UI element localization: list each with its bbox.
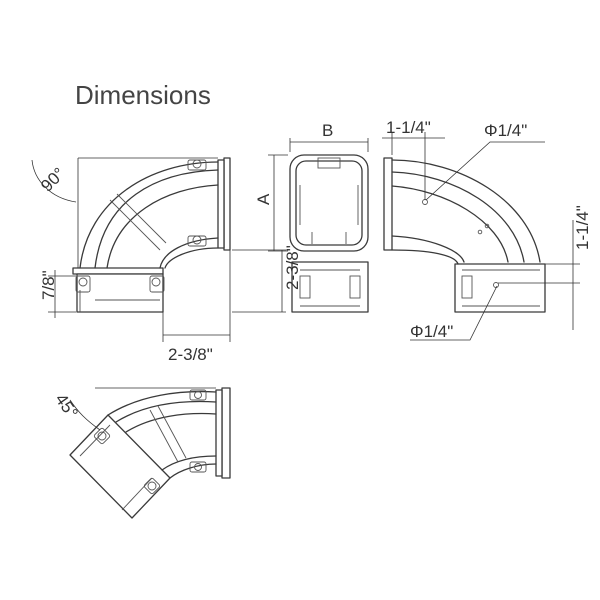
dim-b-label: B: [322, 121, 333, 140]
dim-1-1-4-top: 1-1/4": [382, 118, 445, 200]
dim-2-3-8-vertical: 2-3/8": [232, 245, 302, 313]
hole-callout-bottom: Φ1/4": [410, 285, 498, 341]
dim-2-3-8-horizontal: 2-3/8": [162, 250, 231, 364]
page-title: Dimensions: [75, 80, 211, 110]
elbow-90-side-view: [72, 157, 231, 313]
hole-bottom-label: Φ1/4": [410, 322, 453, 341]
angle-45-label: 45°: [51, 390, 81, 422]
dim-7-8-label: 7/8": [39, 270, 58, 300]
angle-45-dimension: 45°: [51, 387, 216, 431]
dim-2-3-8-v-label: 2-3/8": [283, 245, 302, 290]
dim-2-3-8-h-label: 2-3/8": [168, 345, 213, 364]
angle-90-label: 90°: [37, 164, 69, 196]
hole-top-label: Φ1/4": [484, 121, 527, 140]
elbow-90-top-view: [383, 157, 546, 313]
dim-1-1-4-right-label: 1-1/4": [573, 205, 592, 250]
dim-1-1-4-right: 1-1/4": [498, 205, 592, 330]
dim-7-8: 7/8": [39, 270, 76, 318]
dim-1-1-4-top-label: 1-1/4": [386, 118, 431, 137]
dim-a: A: [254, 154, 288, 252]
cross-section-view: [289, 154, 369, 313]
hole-callout-top: Φ1/4": [425, 121, 545, 201]
elbow-45-side-view: [69, 387, 231, 519]
dim-a-label: A: [254, 193, 273, 205]
dim-b: B: [289, 121, 369, 152]
